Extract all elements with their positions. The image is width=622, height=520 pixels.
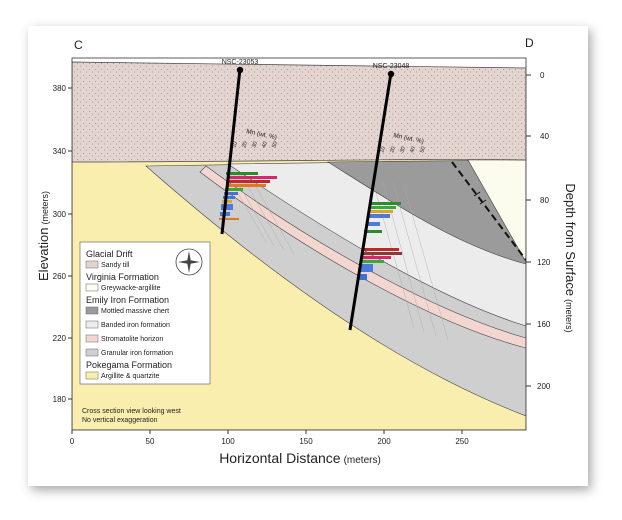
x-axis-title: Horizontal Distance(meters) — [219, 450, 381, 466]
mottled-chert-area — [326, 159, 526, 265]
mn-assay-bars-hole-2 — [357, 202, 402, 280]
y-tick-label: 380 — [53, 84, 67, 93]
drillhole-nsc-23048 — [348, 72, 393, 331]
svg-text:20: 20 — [389, 146, 397, 154]
y-axis-title: Elevation(meters) — [36, 191, 51, 281]
legend-swatch — [85, 283, 99, 292]
legend-swatch — [85, 306, 99, 315]
legend: Glacial Drift Sandy till Virginia Format… — [79, 241, 211, 385]
drillhole-id-1: NSC-23053 — [222, 59, 259, 66]
depth-tick-label: 40 — [540, 132, 549, 141]
section-label-d: D — [525, 36, 534, 50]
svg-text:30: 30 — [251, 141, 259, 149]
glacial-drift-area — [72, 61, 526, 163]
drillhole-nsc-23053 — [220, 68, 242, 235]
drillhole-id-2: NSC-23048 — [373, 63, 410, 70]
x-tick-label: 50 — [146, 437, 155, 446]
svg-text:50: 50 — [419, 146, 427, 154]
legend-item-label: Argillite & quartzite — [101, 373, 159, 380]
depth-tick-label: 120 — [537, 258, 551, 267]
stromatolite-horizon-area — [199, 165, 526, 349]
fault-arrow-marks — [473, 191, 487, 205]
y-tick-label: 220 — [53, 334, 67, 343]
depth-tick-label: 200 — [537, 382, 551, 391]
legend-item-label: Granular iron formation — [101, 350, 173, 357]
section-label-c: C — [74, 38, 83, 52]
legend-swatch — [85, 260, 99, 269]
depth-tick-label: 80 — [540, 196, 549, 205]
legend-item-label: Banded iron formation — [101, 322, 170, 329]
svg-text:10: 10 — [379, 146, 387, 154]
legend-swatch — [85, 371, 99, 380]
section-note-1: Cross section view looking west — [82, 408, 181, 415]
collar-nsc-23048 — [387, 70, 395, 78]
depth-tick-label: 160 — [537, 320, 551, 329]
legend-group-title: Pokegama Formation — [86, 360, 172, 370]
y-tick-label: 180 — [53, 395, 67, 404]
y-tick-label: 300 — [53, 210, 67, 219]
svg-text:10: 10 — [231, 141, 239, 149]
depth-axis-ticks: 0 40 80 120 160 200 — [526, 71, 551, 391]
x-tick-label: 0 — [70, 437, 75, 446]
cross-section-figure: C D — [28, 26, 588, 486]
x-tick-label: 200 — [377, 437, 391, 446]
legend-group-title: Glacial Drift — [86, 249, 133, 259]
svg-text:30: 30 — [399, 146, 407, 154]
legend-item-label: Stromatolite horizon — [101, 336, 163, 343]
y-tick-label: 260 — [53, 272, 67, 281]
depth-tick-label: 0 — [540, 71, 545, 80]
compass-rose-icon — [175, 248, 203, 276]
x-tick-label: 150 — [299, 437, 313, 446]
depth-axis-title: Depth from Surface(meters) — [563, 183, 578, 332]
legend-swatch — [85, 334, 99, 343]
legend-swatch — [85, 348, 99, 357]
x-axis-ticks: 0 50 100 150 200 250 — [70, 430, 469, 446]
mn-ticks-hole-2: 10 20 30 40 50 — [379, 146, 427, 154]
legend-item-label: Greywacke-argillite — [101, 285, 161, 292]
svg-text:50: 50 — [271, 141, 279, 149]
legend-item-label: Mottled massive chert — [101, 308, 169, 315]
plot-frame — [71, 57, 527, 431]
svg-text:20: 20 — [241, 141, 249, 149]
svg-text:40: 40 — [261, 141, 269, 149]
legend-group-title: Virginia Formation — [86, 272, 159, 282]
legend-swatch — [85, 320, 99, 329]
y-tick-label: 340 — [53, 147, 67, 156]
svg-text:40: 40 — [409, 146, 417, 154]
geologic-layers — [72, 58, 526, 430]
fault-line — [451, 161, 526, 261]
x-tick-label: 100 — [221, 437, 235, 446]
cross-section-svg: C D — [36, 36, 578, 466]
y-axis-ticks: 380 340 300 260 220 180 — [53, 84, 72, 404]
section-note-2: No vertical exaggeration — [82, 417, 158, 424]
collar-nsc-23053 — [236, 66, 244, 74]
legend-group-title: Emily Iron Formation — [86, 295, 169, 305]
mn-ticks-hole-1: 10 20 30 40 50 — [231, 141, 279, 149]
legend-item-label: Sandy till — [101, 262, 130, 269]
x-tick-label: 250 — [455, 437, 469, 446]
